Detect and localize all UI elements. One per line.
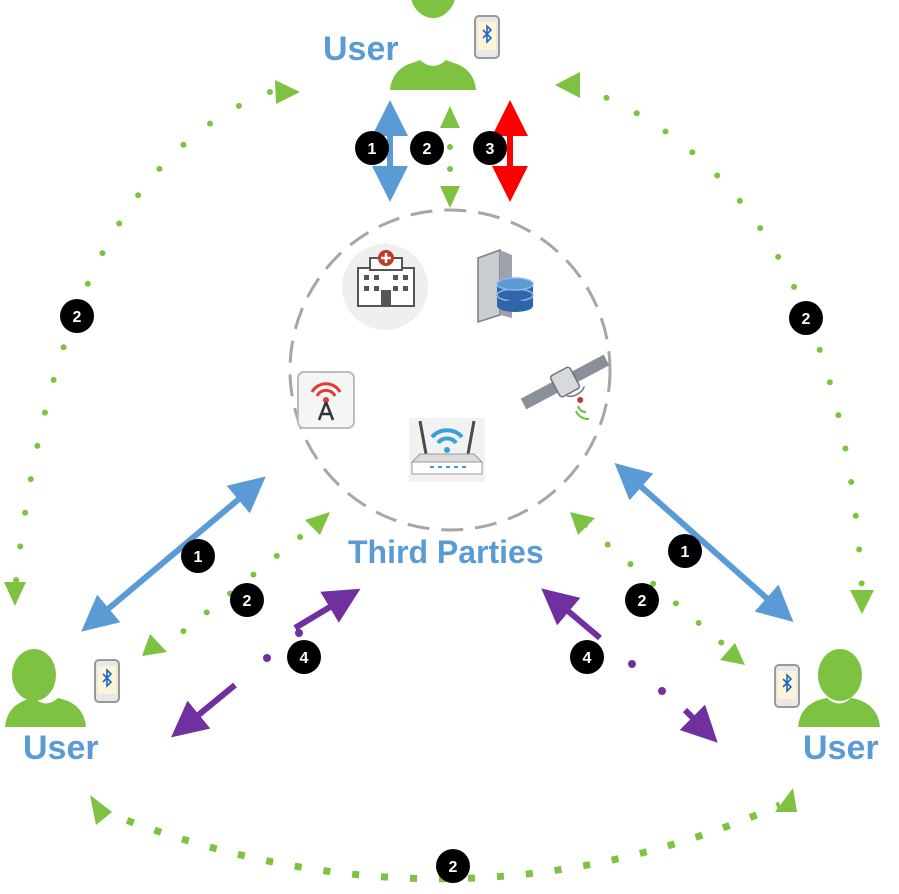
purple-dot xyxy=(295,629,303,637)
badge-text: 2 xyxy=(243,593,252,610)
blue-arrows xyxy=(81,100,794,632)
bluetooth-phone-icon xyxy=(94,659,120,703)
green-arrowhead xyxy=(4,582,26,606)
badge-2: 2 xyxy=(60,299,94,333)
purple-arrows xyxy=(171,588,718,743)
green-arrowhead xyxy=(440,106,460,128)
green-arrowhead xyxy=(90,795,112,825)
badge-1: 1 xyxy=(181,539,215,573)
badge-2: 2 xyxy=(230,583,264,617)
green-arrowhead xyxy=(570,512,595,535)
badge-text: 2 xyxy=(423,141,432,158)
green-arrowhead xyxy=(275,80,300,104)
badge-2: 2 xyxy=(436,849,470,883)
green-arrowhead xyxy=(142,634,167,656)
green-arrowhead xyxy=(305,512,330,535)
badge-3: 3 xyxy=(473,131,507,165)
bluetooth-phone-icon xyxy=(774,664,800,708)
purple-arrow-right-down xyxy=(679,704,718,743)
satellite-signal xyxy=(575,405,590,421)
dotted-path-inner-right xyxy=(582,522,733,653)
purple-arrow-left-down xyxy=(171,682,237,738)
badge-text: 1 xyxy=(681,544,690,561)
bluetooth-phone-icon xyxy=(474,15,500,59)
badge-text: 2 xyxy=(638,593,647,610)
badge-4: 4 xyxy=(570,640,604,674)
third-parties-circle xyxy=(288,208,612,532)
green-arrowhead xyxy=(850,590,874,614)
green-arrowhead xyxy=(555,72,580,98)
person-icon xyxy=(798,649,880,727)
green-arrowhead xyxy=(720,643,745,665)
green-arrowhead xyxy=(775,788,797,812)
user-label-right: User xyxy=(803,729,879,767)
person-icon xyxy=(5,649,86,727)
user-label-top: User xyxy=(323,30,399,68)
third-parties-label: Third Parties xyxy=(348,534,544,570)
badge-text: 1 xyxy=(368,141,377,158)
hospital-icon xyxy=(342,244,428,330)
database-server-icon xyxy=(477,248,534,324)
badge-text: 2 xyxy=(802,311,811,328)
wifi-router-icon xyxy=(409,418,485,482)
dotted-path-top-left xyxy=(12,89,273,593)
purple-dot xyxy=(628,660,636,668)
badge-2: 2 xyxy=(789,301,823,335)
number-badges: 1 2 3 2 2 1 2 4 1 2 4 2 xyxy=(60,131,823,883)
user-label-left: User xyxy=(23,729,99,767)
dotted-path-top-right xyxy=(572,82,865,593)
badge-2: 2 xyxy=(410,131,444,165)
purple-dot xyxy=(658,687,666,695)
purple-dot xyxy=(263,654,271,662)
badge-text: 3 xyxy=(486,141,495,158)
badge-text: 2 xyxy=(73,309,82,326)
blue-arrow-right xyxy=(614,463,794,622)
badge-text: 1 xyxy=(194,549,203,566)
cell-tower-icon xyxy=(297,371,355,429)
badge-1: 1 xyxy=(668,534,702,568)
badge-2: 2 xyxy=(625,583,659,617)
person-icon xyxy=(390,0,476,90)
badge-1: 1 xyxy=(355,131,389,165)
badge-text: 2 xyxy=(449,859,458,876)
badge-text: 4 xyxy=(583,650,592,667)
badge-4: 4 xyxy=(287,640,321,674)
purple-arrow-left-up xyxy=(293,588,361,631)
purple-arrow-right-up xyxy=(541,588,602,641)
blue-arrow-left xyxy=(81,476,266,632)
badge-text: 4 xyxy=(300,650,309,667)
green-arrowhead xyxy=(440,186,460,208)
satellite-icon xyxy=(520,354,610,410)
